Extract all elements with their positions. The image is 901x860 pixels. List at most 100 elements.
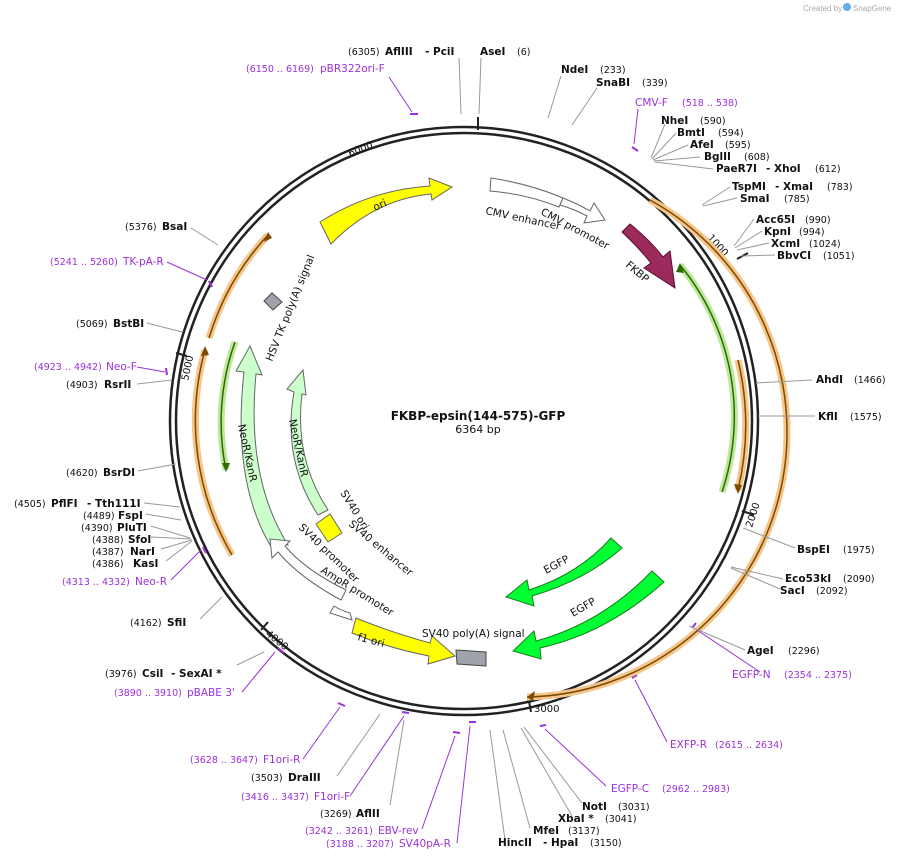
tspmi-site[interactable]: TspMI [732, 181, 766, 193]
hincii-pos: (3150) [590, 838, 622, 849]
pcii-site[interactable]: - PciI [425, 46, 454, 58]
f1orir-primer[interactable]: F1ori-R [263, 754, 300, 766]
saci-site[interactable]: SacI [780, 585, 805, 597]
kfli-site[interactable]: KflI [818, 411, 838, 423]
aflii-site[interactable]: AflII [356, 808, 380, 820]
xcmi-site[interactable]: XcmI [771, 238, 800, 250]
pbr-primer[interactable]: pBR322ori-F [320, 63, 385, 75]
pbr-primer-pos: (6150 .. 6169) [246, 64, 314, 75]
neor-kanr-inner-feature[interactable]: NeoR/KanR [286, 368, 329, 516]
ndei-site[interactable]: NdeI [561, 64, 588, 76]
asei-site[interactable]: AseI [480, 46, 505, 58]
ndei-pos: (233) [600, 65, 626, 76]
agei-site[interactable]: AgeI [747, 645, 774, 657]
eco53ki-site[interactable]: Eco53kI [785, 573, 831, 585]
hincii-site[interactable]: HincII [498, 837, 532, 849]
hpai-site[interactable]: - HpaI [543, 837, 578, 849]
xbai-site[interactable]: XbaI * [558, 813, 594, 825]
bglii-pos: (608) [744, 152, 770, 163]
fspi-site[interactable]: FspI [118, 510, 143, 522]
pflfi-site[interactable]: PflFI [51, 498, 78, 510]
plasmid-length: 6364 bp [455, 423, 500, 436]
smai-site[interactable]: SmaI [740, 193, 770, 205]
bmti-site[interactable]: BmtI [677, 127, 705, 139]
bspei-site[interactable]: BspEI [797, 544, 830, 556]
bsai-pos: (5376) [125, 222, 157, 233]
acc65i-site[interactable]: Acc65I [756, 214, 795, 226]
tth111i-site[interactable]: - Tth111I [87, 498, 141, 510]
noti-site[interactable]: NotI [582, 801, 607, 813]
bsai-site[interactable]: BsaI [162, 221, 187, 233]
egfpn-primer[interactable]: EGFP-N [732, 669, 771, 681]
f1-ori-feature[interactable]: f1 ori [351, 617, 457, 665]
ebv-primer[interactable]: EBV-rev [378, 825, 419, 837]
bsrdi-site[interactable]: BsrDI [103, 467, 135, 479]
egfp-2-label: EGFP [569, 596, 599, 620]
paer7i-site[interactable]: PaeR7I [716, 163, 757, 175]
exfpr-primer[interactable]: EXFP-R [670, 739, 707, 751]
cmvf-primer[interactable]: CMV-F [635, 97, 668, 109]
mfei-pos: (3137) [568, 826, 600, 837]
tkpar-primer[interactable]: TK-pA-R [122, 256, 164, 268]
fspi-pos: (4489) [83, 511, 115, 522]
csii-site[interactable]: CsiI [142, 668, 163, 680]
pbabe-primer[interactable]: pBABE 3' [187, 687, 235, 699]
egfpn-primer-pos: (2354 .. 2375) [784, 670, 852, 681]
neof-primer-pos: (4923 .. 4942) [34, 362, 102, 373]
tspmi-pos: (783) [827, 182, 853, 193]
nhei-site[interactable]: NheI [661, 115, 688, 127]
xmai-site[interactable]: - XmaI [775, 181, 813, 193]
fkbp-feature[interactable]: FKBP [621, 223, 676, 290]
hsv-tk-polya-feature[interactable]: HSV TK poly(A) signal [263, 253, 318, 363]
sfii-site[interactable]: SfiI [167, 617, 186, 629]
snabi-site[interactable]: SnaBI [596, 77, 630, 89]
ebv-primer-pos: (3242 .. 3261) [305, 826, 373, 837]
smai-pos: (785) [784, 194, 810, 205]
sv40-polya-feature[interactable]: SV40 poly(A) signal [422, 628, 525, 667]
ori-label: ori [371, 197, 388, 214]
bglii-site[interactable]: BglII [704, 151, 731, 163]
kasi-pos: (4386) [92, 559, 124, 570]
egfp-2-feature[interactable]: EGFP [512, 570, 665, 660]
neor-kanr-outer-feature[interactable]: NeoR/KanR [235, 344, 289, 546]
neor-kanr-inner-label: NeoR/KanR [286, 418, 310, 478]
egfp-1-feature[interactable]: EGFP [504, 537, 623, 607]
f1orir-primer-pos: (3628 .. 3647) [190, 755, 258, 766]
ahdi-site[interactable]: AhdI [816, 374, 843, 386]
bbvci-site[interactable]: BbvCI [777, 250, 811, 262]
pluti-site[interactable]: PluTI [117, 522, 147, 534]
ori-feature[interactable]: ori [319, 177, 454, 245]
asei-pos: (6) [517, 47, 530, 58]
nhei-pos: (590) [700, 116, 726, 127]
afliii-site[interactable]: AflIII [385, 46, 413, 58]
draiii-site[interactable]: DraIII [288, 772, 321, 784]
tkpar-primer-pos: (5241 .. 5260) [50, 257, 118, 268]
neor-primer[interactable]: Neo-R [135, 576, 167, 588]
sexai-site[interactable]: - SexAI * [171, 668, 222, 680]
sv40-ori-feature[interactable]: SV40 ori SV40 enhancer [315, 488, 416, 579]
orf-arc-left [208, 234, 269, 339]
f1orif-primer[interactable]: F1ori-F [314, 791, 350, 803]
orf-arc-main-head [527, 691, 535, 701]
neof-primer[interactable]: Neo-F [106, 361, 137, 373]
afei-site[interactable]: AfeI [690, 139, 714, 151]
cmv-enhancer-feature[interactable]: CMV enhancer [484, 177, 564, 233]
rsrii-site[interactable]: RsrII [104, 379, 131, 391]
nari-site[interactable]: NarI [130, 546, 155, 558]
tick-6000: 6000 [347, 140, 375, 160]
orf-arc-small [737, 359, 747, 491]
sv40-polya-label: SV40 poly(A) signal [422, 628, 525, 640]
kasi-site[interactable]: KasI [133, 558, 158, 570]
afliii-pos: (6305) [348, 47, 380, 58]
egfpc-primer[interactable]: EGFP-C [611, 783, 649, 795]
created-by-label: Created by [803, 4, 842, 13]
sv40par-primer[interactable]: SV40pA-R [399, 838, 451, 850]
sfoi-site[interactable]: SfoI [128, 534, 151, 546]
xhoi-site[interactable]: - XhoI [766, 163, 801, 175]
kpni-site[interactable]: KpnI [764, 226, 791, 238]
bmti-pos: (594) [718, 128, 744, 139]
bstbi-site[interactable]: BstBI [113, 318, 144, 330]
mfei-site[interactable]: MfeI [533, 825, 559, 837]
orf-arc-left2 [194, 349, 233, 556]
